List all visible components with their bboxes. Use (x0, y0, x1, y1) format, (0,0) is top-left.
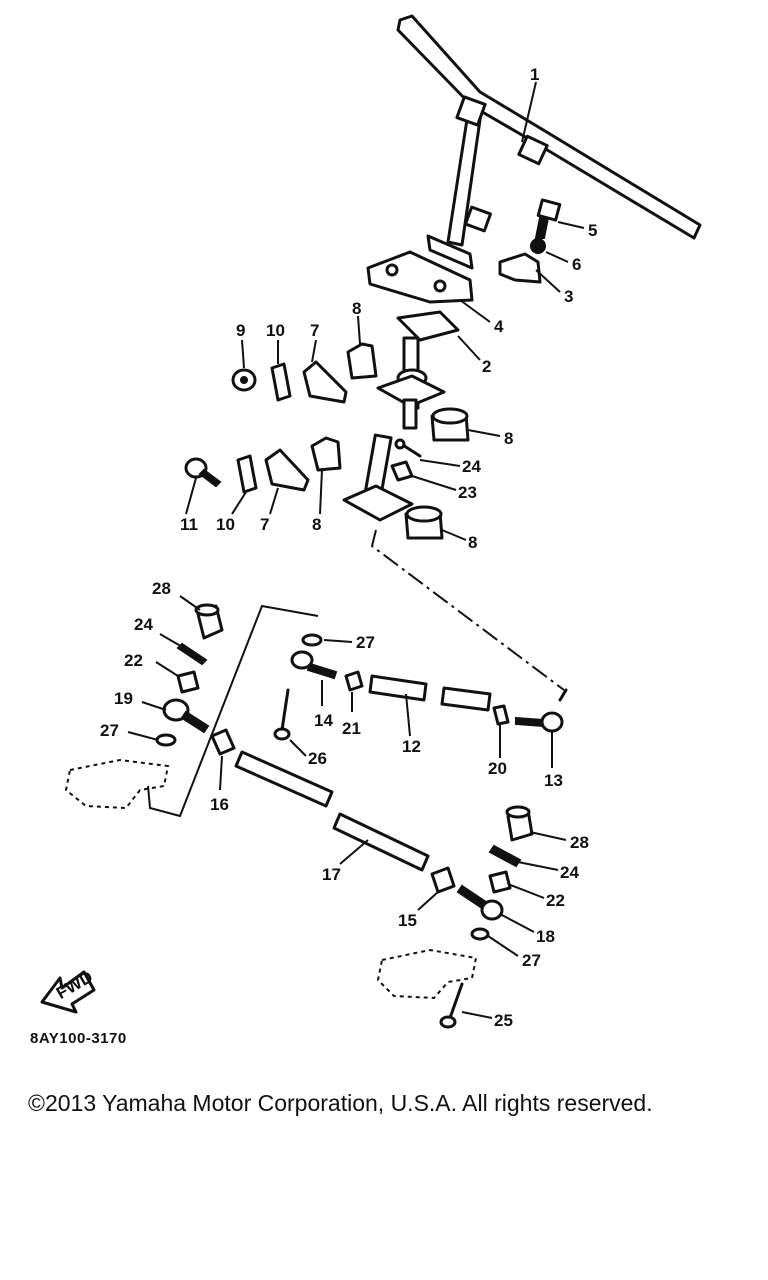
bolt-24b (176, 642, 208, 666)
rod-end-14 (290, 650, 338, 680)
copyright-notice: ©2013 Yamaha Motor Corporation, U.S.A. A… (28, 1090, 653, 1116)
callout-10-upper: 10 (266, 321, 285, 340)
callout-16: 16 (210, 795, 229, 814)
callout-8-right-lower: 8 (468, 533, 477, 552)
bushing-8a (346, 342, 378, 380)
callout-27-right: 27 (522, 951, 541, 970)
callout-8-right-upper: 8 (504, 429, 513, 448)
diagram-code: 8AY100-3170 (30, 1030, 127, 1047)
callout-24-left: 24 (134, 615, 153, 634)
nut-21 (344, 670, 364, 692)
callout-7-upper: 7 (310, 321, 319, 340)
washer-27b (301, 633, 323, 647)
bolt-5 (534, 198, 562, 239)
callout-1: 1 (530, 65, 539, 84)
callout-28-right: 28 (570, 833, 589, 852)
steering-parts-diagram: FWD (40, 14, 702, 1030)
handlebar-holder-upper (498, 252, 542, 284)
callout-2: 2 (482, 357, 491, 376)
bushing-8c (310, 436, 342, 472)
callout-4: 4 (494, 317, 504, 336)
bolt-24a (394, 438, 422, 458)
bushing-8d (404, 505, 444, 540)
callout-17: 17 (322, 865, 341, 884)
steering-column (376, 310, 460, 430)
callout-6: 6 (572, 255, 581, 274)
rod-end-18 (456, 884, 504, 921)
callout-24-middle: 24 (462, 457, 481, 476)
callout-27-middle: 27 (356, 633, 375, 652)
callout-8-upper: 8 (352, 299, 361, 318)
callout-12: 12 (402, 737, 421, 756)
callout-27-left: 27 (100, 721, 119, 740)
knuckle-left (64, 758, 170, 810)
callout-11: 11 (180, 515, 198, 534)
callout-8-left: 8 (312, 515, 321, 534)
handlebar-holder-lower (366, 250, 474, 304)
rod-12 (368, 674, 492, 712)
callout-labels: 1 2 3 4 5 6 7 7 8 8 8 8 9 10 10 11 12 13… (100, 65, 597, 1030)
callout-13: 13 (544, 771, 563, 790)
plate-10b (236, 454, 258, 494)
bushing-8b (430, 407, 470, 442)
bolt-24c (488, 844, 522, 868)
callout-20: 20 (488, 759, 507, 778)
holder-7b (264, 448, 310, 492)
callout-15: 15 (398, 911, 417, 930)
nut-23 (390, 460, 414, 482)
forward-arrow-icon: FWD (40, 967, 96, 1014)
callout-23: 23 (458, 483, 477, 502)
plate-10a (270, 362, 292, 402)
bolt-11 (184, 457, 222, 488)
linkage-line-left (147, 604, 319, 818)
holder-7a (302, 360, 348, 404)
callout-19: 19 (114, 689, 133, 708)
callout-18: 18 (536, 927, 555, 946)
callout-24-right: 24 (560, 863, 579, 882)
knuckle-right (376, 948, 478, 1000)
callout-5: 5 (588, 221, 597, 240)
callout-10-lower: 10 (216, 515, 235, 534)
bolt-26 (273, 688, 291, 741)
callout-21: 21 (342, 719, 361, 738)
nut-16 (210, 728, 236, 756)
nut-20 (492, 704, 510, 726)
callout-9: 9 (236, 321, 245, 340)
washer-6 (530, 238, 546, 254)
rod-end-13 (515, 688, 568, 733)
bolt-25 (439, 982, 464, 1029)
callout-3: 3 (564, 287, 573, 306)
callout-28-left: 28 (152, 579, 171, 598)
callout-14: 14 (314, 711, 333, 730)
shaft-17 (234, 750, 430, 872)
nut-9 (231, 368, 257, 392)
leader-lines (127, 81, 585, 1019)
callout-22-right: 22 (546, 891, 565, 910)
rod-end-cap-28b (505, 805, 534, 842)
callout-7-lower: 7 (260, 515, 269, 534)
callout-25: 25 (494, 1011, 513, 1030)
callout-22-left: 22 (124, 651, 143, 670)
callout-26: 26 (308, 749, 327, 768)
nut-15 (430, 866, 456, 894)
handlebar (396, 14, 702, 270)
rod-end-19 (162, 698, 210, 734)
rod-end-cap-28a (194, 603, 224, 640)
nut-22b (488, 870, 512, 894)
center-line (370, 529, 565, 691)
nut-22a (176, 670, 200, 694)
washer-27c (470, 927, 490, 941)
lower-shaft (342, 433, 414, 522)
washer-27a (155, 733, 177, 747)
